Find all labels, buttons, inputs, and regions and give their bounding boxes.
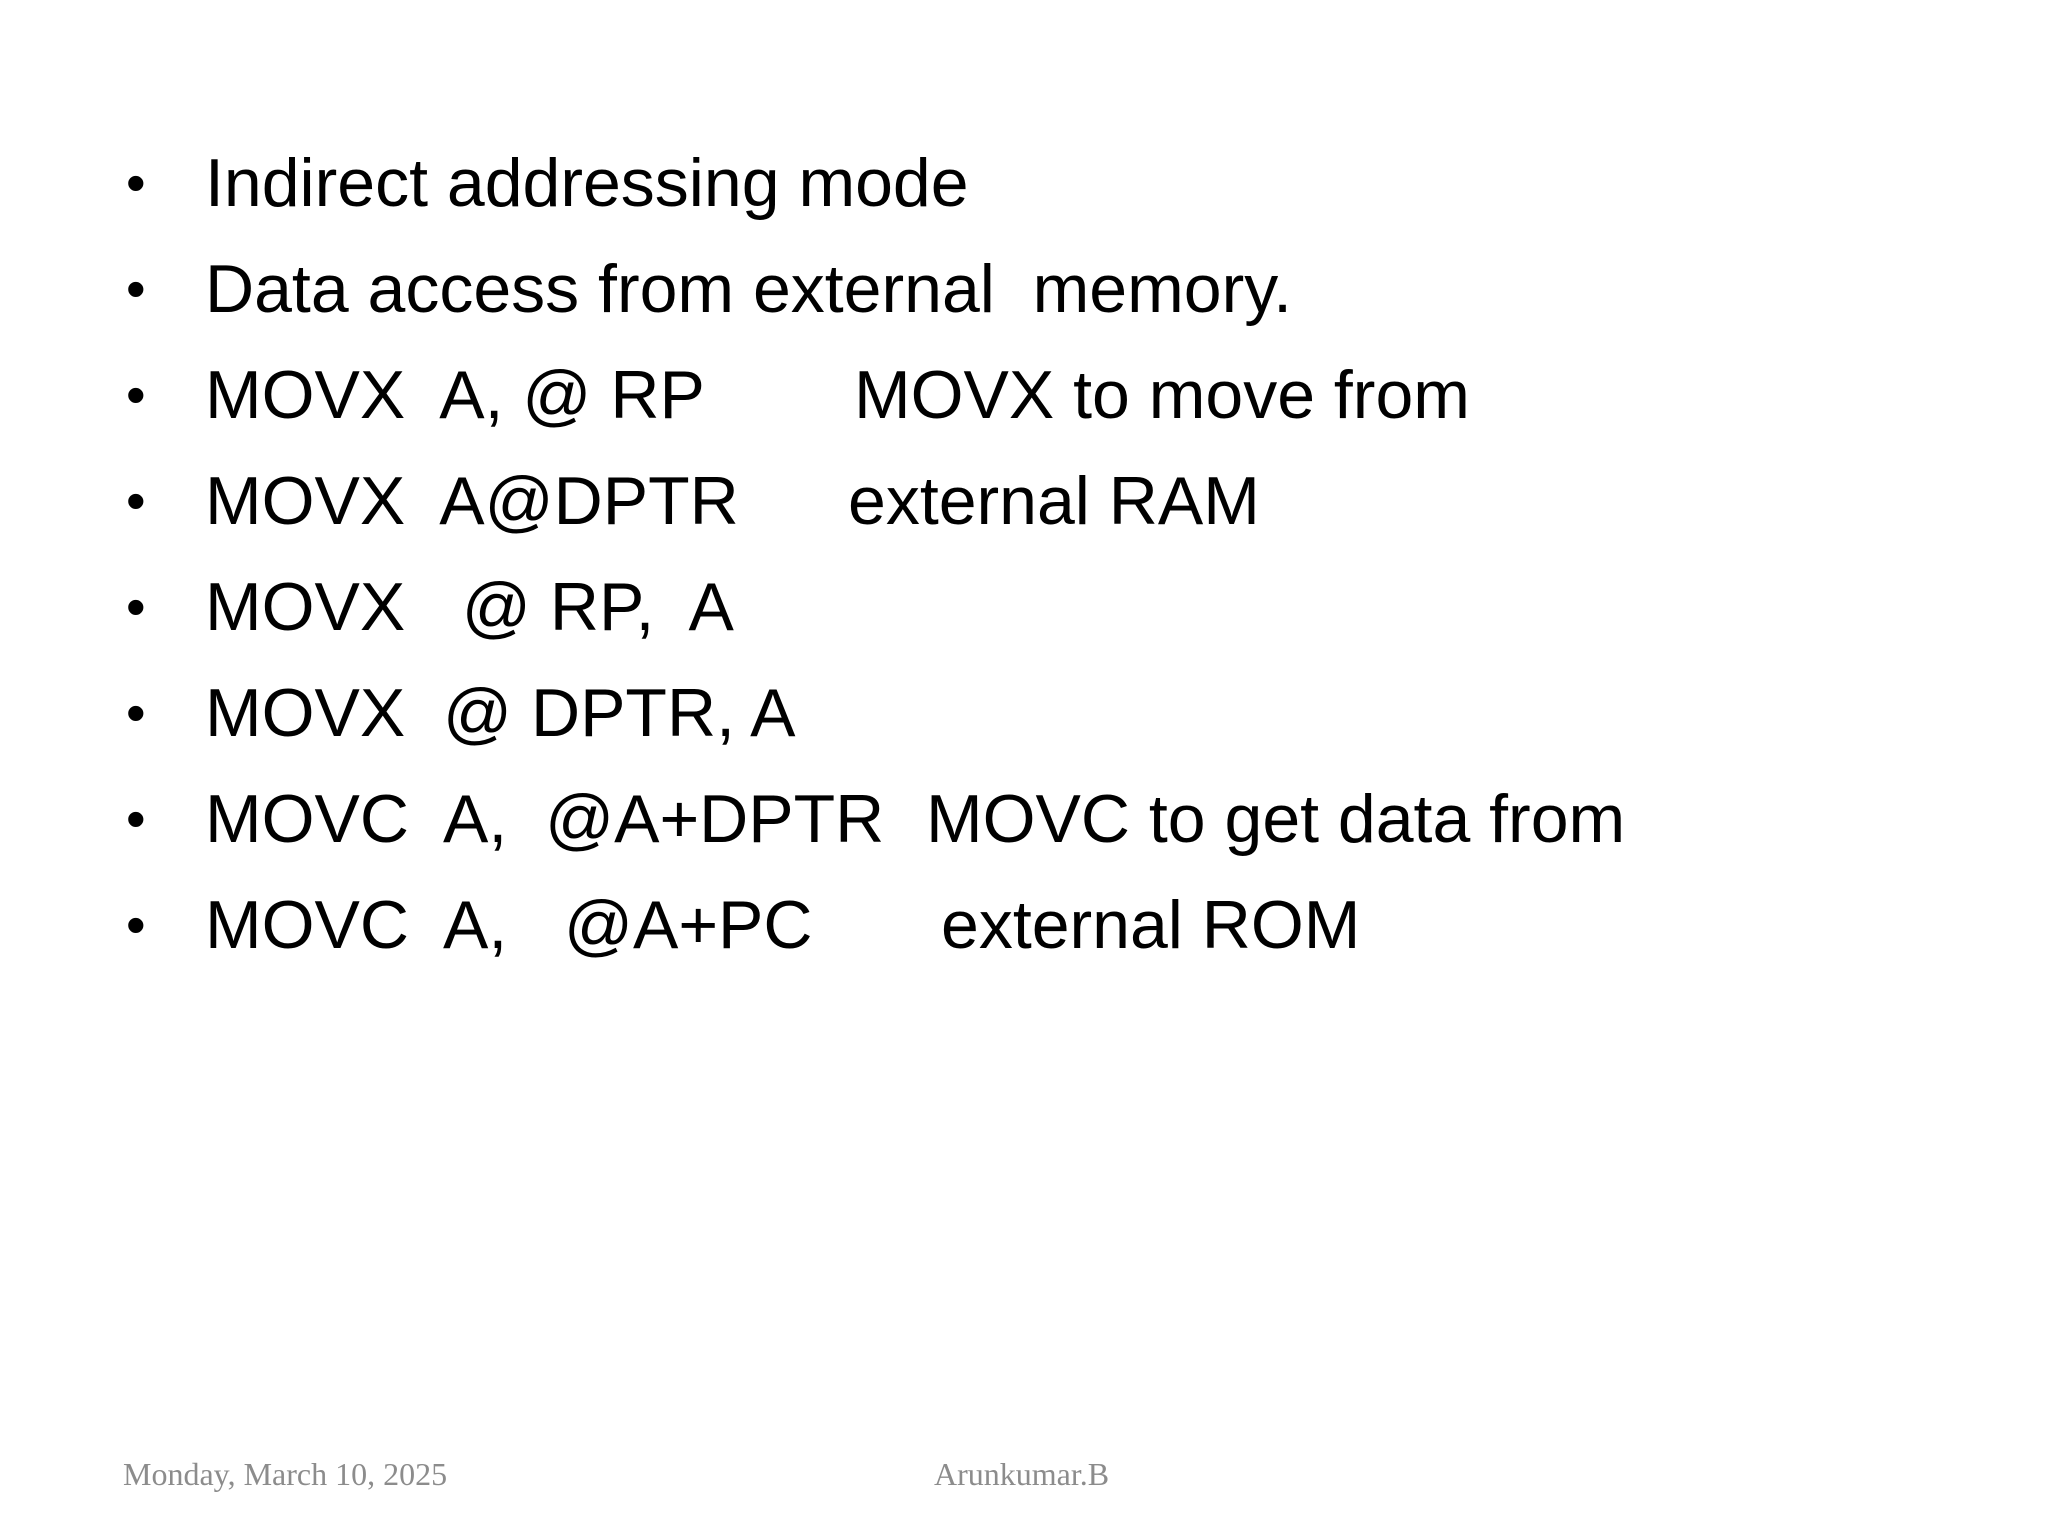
- bullet-icon: •: [126, 469, 146, 532]
- bullet-item: • MOVX A, @ RP MOVX to move from: [126, 342, 1470, 448]
- bullet-icon: •: [126, 151, 146, 214]
- bullet-icon: •: [126, 575, 146, 638]
- bullet-item: • MOVC A, @A+DPTR MOVC to get data from: [126, 766, 1625, 872]
- bullet-item: • Data access from external memory.: [126, 236, 1292, 342]
- footer-date: Monday, March 10, 2025: [123, 1456, 448, 1492]
- bullet-note: external ROM: [941, 887, 1361, 963]
- bullet-text: MOVX @ RP, A: [205, 569, 734, 645]
- bullet-text: MOVC A, @A+DPTR: [205, 781, 885, 857]
- bullet-text: Data access from external memory.: [205, 251, 1293, 327]
- bullet-text: MOVX A@DPTR: [205, 463, 739, 539]
- bullet-icon: •: [126, 363, 146, 426]
- bullet-text: MOVX @ DPTR, A: [205, 675, 796, 751]
- bullet-icon: •: [126, 257, 146, 320]
- bullet-item: • MOVX A@DPTR external RAM: [126, 448, 1260, 554]
- bullet-list: • Indirect addressing mode • Data access…: [126, 130, 1625, 978]
- bullet-icon: •: [126, 787, 146, 850]
- bullet-text: Indirect addressing mode: [205, 145, 969, 221]
- bullet-item: • MOVX @ RP, A: [126, 554, 734, 660]
- bullet-item: • MOVX @ DPTR, A: [126, 660, 795, 766]
- bullet-item: • MOVC A, @A+PC external ROM: [126, 872, 1360, 978]
- bullet-note: MOVX to move from: [854, 357, 1470, 433]
- bullet-item: • Indirect addressing mode: [126, 130, 969, 236]
- bullet-text: MOVX A, @ RP: [205, 357, 705, 433]
- bullet-note: external RAM: [848, 463, 1260, 539]
- bullet-icon: •: [126, 893, 146, 956]
- bullet-note: MOVC to get data from: [926, 781, 1626, 857]
- footer-author: Arunkumar.B: [934, 1456, 1110, 1492]
- bullet-icon: •: [126, 681, 146, 744]
- bullet-text: MOVC A, @A+PC: [205, 887, 813, 963]
